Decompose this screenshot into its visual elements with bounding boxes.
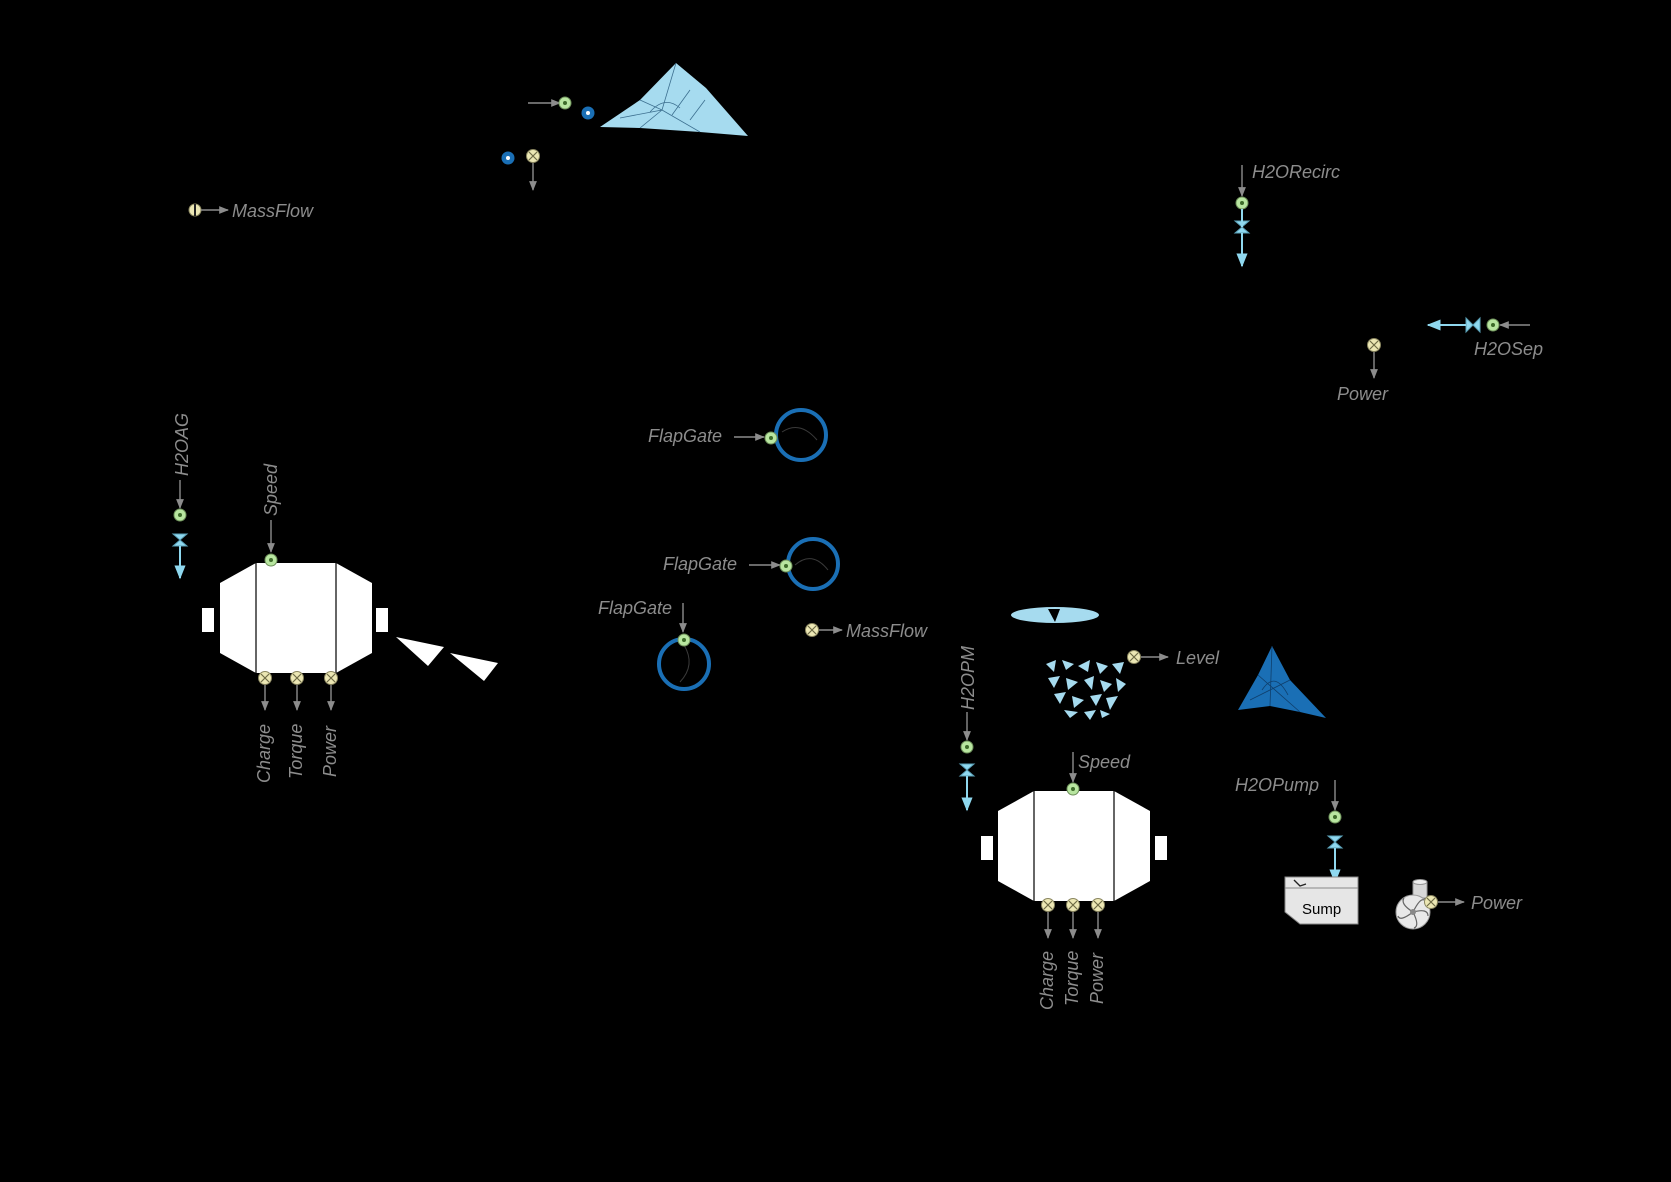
cross-sensor-icon[interactable] <box>1041 898 1055 912</box>
power-sep-label: Power <box>1337 384 1389 404</box>
green-sensor-icon[interactable] <box>960 740 974 754</box>
top-stockpile-group <box>501 62 748 191</box>
h2osep-label: H2OSep <box>1474 339 1543 359</box>
h2oag-group: H2OAG <box>171 413 192 580</box>
power-left-label: Power <box>320 725 340 777</box>
cross-sensor-icon[interactable] <box>1066 898 1080 912</box>
green-sensor-icon[interactable] <box>173 508 187 522</box>
level-label: Level <box>1176 648 1220 668</box>
green-sensor-icon[interactable] <box>764 431 778 445</box>
h2oag-label: H2OAG <box>172 413 192 476</box>
mass-flow-sensor-icon[interactable] <box>188 203 202 217</box>
flapgate-3-label: FlapGate <box>598 598 672 618</box>
cross-sensor-icon[interactable] <box>290 671 304 685</box>
hopper-icon <box>1011 607 1126 720</box>
cross-sensor-icon[interactable] <box>1424 895 1438 909</box>
valve-icon[interactable] <box>958 763 976 777</box>
green-sensor-icon[interactable] <box>779 559 793 573</box>
blue-node-icon[interactable] <box>501 151 515 165</box>
cross-sensor-icon[interactable] <box>1091 898 1105 912</box>
flapgate-1-group: FlapGate <box>648 408 828 462</box>
cross-sensor-icon[interactable] <box>324 671 338 685</box>
h2osep-group: H2OSep Power <box>1337 316 1543 404</box>
valve-icon[interactable] <box>171 533 189 547</box>
sump-label: Sump <box>1302 901 1341 918</box>
power-pump-label: Power <box>1471 893 1523 913</box>
charge-right-label: Charge <box>1037 951 1057 1010</box>
cross-sensor-icon[interactable] <box>526 149 540 163</box>
h2orecirc-label: H2ORecirc <box>1252 162 1340 182</box>
flap-gate-icon[interactable] <box>786 537 840 591</box>
speed-right-label: Speed <box>1078 752 1131 772</box>
flapgate-3-group: FlapGate <box>598 598 711 691</box>
green-sensor-icon[interactable] <box>558 96 572 110</box>
cross-sensor-icon[interactable] <box>258 671 272 685</box>
flapgate-2-label: FlapGate <box>663 554 737 574</box>
valve-icon[interactable] <box>1233 209 1251 234</box>
valve-icon[interactable] <box>1326 835 1344 849</box>
massflow-mid-label: MassFlow <box>846 621 928 641</box>
flapgate-1-label: FlapGate <box>648 426 722 446</box>
cross-sensor-icon[interactable] <box>1367 338 1381 352</box>
massflow-top-label: MassFlow <box>232 201 314 221</box>
green-sensor-icon[interactable] <box>1486 318 1500 332</box>
cross-sensor-icon[interactable] <box>1127 650 1141 664</box>
hopper-group: Level <box>1011 607 1220 720</box>
massflow-top-group: MassFlow <box>188 201 314 221</box>
flap-gate-icon[interactable] <box>774 408 828 462</box>
stockpile-right <box>1238 645 1326 718</box>
blue-node-icon[interactable] <box>581 106 595 120</box>
stockpile-icon <box>600 62 748 136</box>
torque-left-label: Torque <box>286 724 306 779</box>
green-sensor-icon[interactable] <box>1235 196 1249 210</box>
green-sensor-icon[interactable] <box>1066 782 1080 796</box>
charge-left-label: Charge <box>254 724 274 783</box>
valve-icon[interactable] <box>1465 316 1481 334</box>
h2orecirc-group: H2ORecirc <box>1233 162 1340 268</box>
speed-left-label: Speed <box>261 463 281 516</box>
stockpile-icon <box>1238 645 1326 718</box>
green-sensor-icon[interactable] <box>1328 810 1342 824</box>
green-sensor-icon[interactable] <box>677 633 691 647</box>
torque-right-label: Torque <box>1062 951 1082 1006</box>
pump-group: Power <box>1395 879 1523 930</box>
motor-right-group: Speed Charge Torque <box>981 752 1167 1010</box>
h2opump-label: H2OPump <box>1235 775 1319 795</box>
sump-tank[interactable]: Sump <box>1284 876 1359 925</box>
motor-icon[interactable] <box>202 563 388 673</box>
cross-sensor-icon[interactable] <box>805 623 819 637</box>
green-sensor-icon[interactable] <box>264 553 278 567</box>
motor-left-group: Speed Charge Torq <box>202 463 498 783</box>
massflow-mid-group: MassFlow <box>805 621 928 641</box>
power-right-label: Power <box>1087 952 1107 1004</box>
h2opm-label: H2OPM <box>958 646 978 710</box>
discharge-chute-icon <box>396 637 498 681</box>
pump-icon[interactable] <box>1395 879 1431 930</box>
flapgate-2-group: FlapGate <box>663 537 840 591</box>
motor-icon[interactable] <box>981 791 1167 901</box>
h2opump-group: H2OPump <box>1235 775 1344 884</box>
h2opm-group: H2OPM <box>958 646 978 812</box>
